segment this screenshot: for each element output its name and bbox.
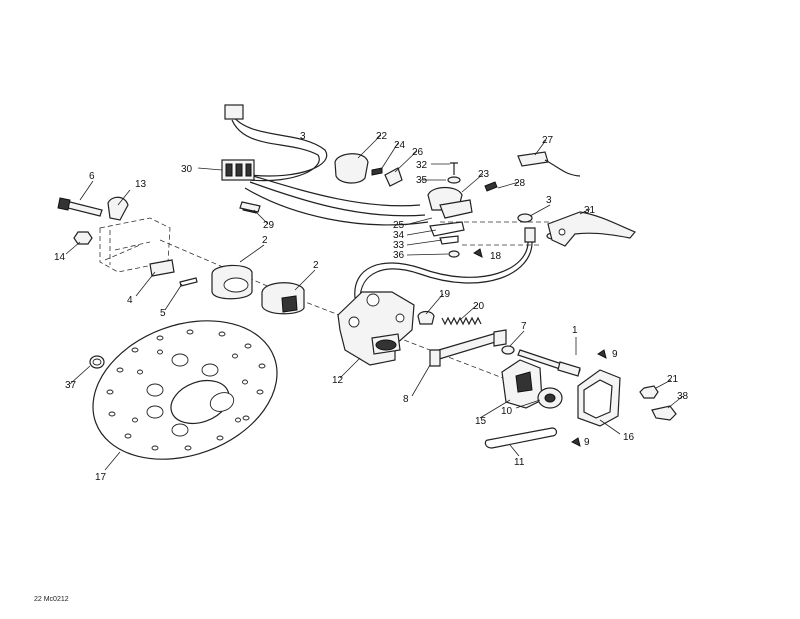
- callout-labels: 1 2 2 3 3 4 5 6 7 8 9 9 10 11 12 13 14 1…: [54, 131, 689, 483]
- callout-20: 20: [473, 301, 485, 312]
- brake-caliper: [337, 291, 415, 366]
- drawing-code: 22 Mc0212: [34, 596, 69, 603]
- callout-4: 4: [127, 295, 133, 306]
- callout-21: 21: [667, 374, 679, 385]
- callout-22: 22: [376, 131, 388, 142]
- cotter-clip: [484, 427, 558, 449]
- callout-37: 37: [65, 380, 77, 391]
- callout-33: 33: [393, 240, 405, 251]
- ring-37: [89, 355, 105, 369]
- callout-27: 27: [542, 135, 554, 146]
- callout-12: 12: [332, 375, 344, 386]
- callout-7: 7: [521, 321, 527, 332]
- callout-11: 11: [514, 457, 525, 468]
- callout-9a: 9: [612, 349, 618, 360]
- callout-35: 35: [416, 175, 428, 186]
- callout-31: 31: [584, 205, 596, 216]
- callout-30: 30: [181, 164, 193, 175]
- brake-disc: [92, 320, 278, 460]
- brake-pads: [211, 264, 305, 315]
- callout-18: 18: [490, 251, 502, 262]
- callout-14: 14: [54, 252, 66, 263]
- brake-cable: [354, 227, 536, 301]
- callout-2b: 2: [313, 260, 319, 271]
- clip-29: [239, 201, 261, 213]
- callout-2a: 2: [262, 235, 268, 246]
- switch-housing: [334, 153, 473, 219]
- small-clip: [651, 405, 677, 421]
- callout-29: 29: [263, 220, 275, 231]
- callout-17: 17: [95, 472, 107, 483]
- callout-3a: 3: [300, 131, 306, 142]
- callout-26: 26: [412, 147, 424, 158]
- callout-8: 8: [403, 394, 409, 405]
- callout-6: 6: [89, 171, 95, 182]
- callout-9b: 9: [584, 437, 590, 448]
- wiring-harness: [221, 104, 429, 226]
- callout-1: 1: [572, 325, 578, 336]
- callout-5: 5: [160, 308, 166, 319]
- callout-19: 19: [439, 289, 451, 300]
- callout-16: 16: [623, 432, 635, 443]
- callout-25: 25: [393, 220, 405, 231]
- callout-38: 38: [677, 391, 689, 402]
- brake-switch: [517, 151, 581, 177]
- callout-28: 28: [514, 178, 526, 189]
- callout-23: 23: [478, 169, 490, 180]
- brake-lever: [547, 211, 636, 247]
- leader-lines: [65, 134, 684, 471]
- callout-15: 15: [475, 416, 487, 427]
- callout-32: 32: [416, 160, 428, 171]
- adjustment-rod: [473, 248, 659, 447]
- callout-3b: 3: [546, 195, 552, 206]
- mount-block: [57, 196, 198, 287]
- callout-13: 13: [135, 179, 147, 190]
- callout-34: 34: [393, 230, 405, 241]
- spring-and-screw: [417, 310, 482, 326]
- caliper-bracket: [501, 359, 621, 427]
- callout-10: 10: [501, 406, 513, 417]
- callout-24: 24: [394, 140, 406, 151]
- callout-36: 36: [393, 250, 405, 261]
- brake-arm: [429, 329, 507, 367]
